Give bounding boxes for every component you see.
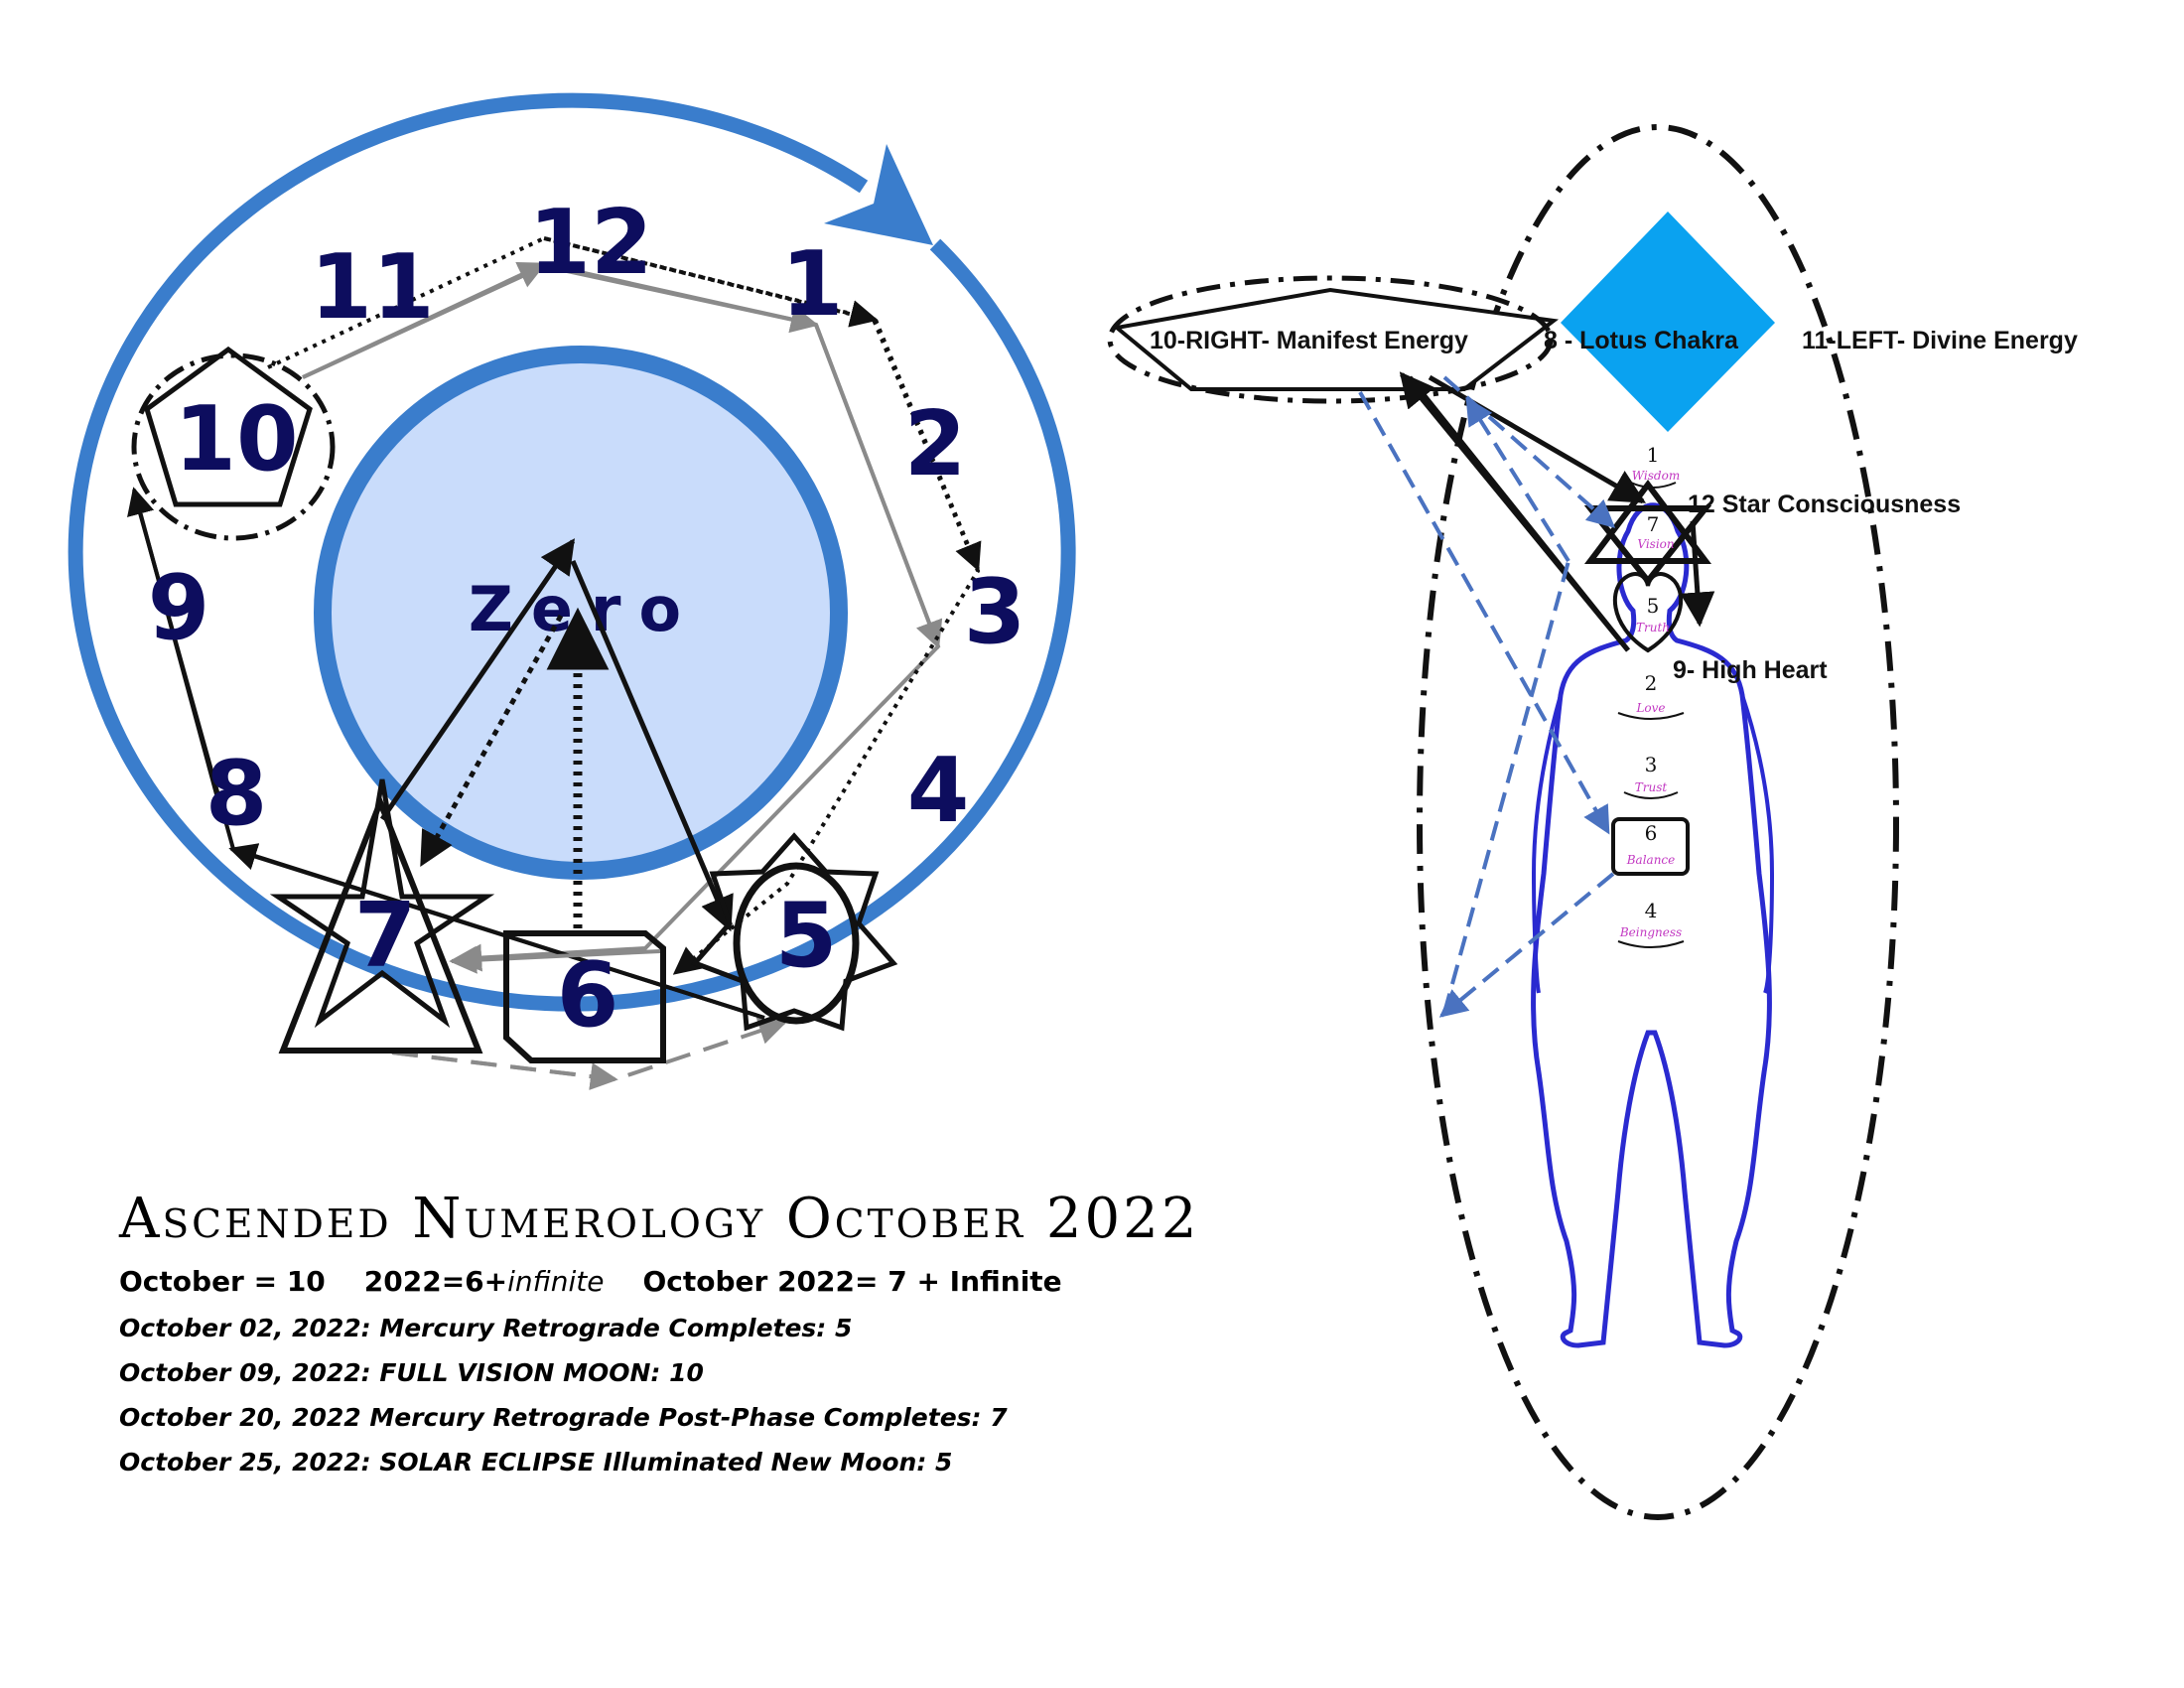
chakra-word-vision: Vision bbox=[1637, 537, 1674, 551]
arrow-right-to-star bbox=[1428, 374, 1647, 504]
balance-chakra-box bbox=[1611, 817, 1690, 876]
event-line-4: October 25, 2022: SOLAR ECLIPSE Illumina… bbox=[119, 1448, 953, 1477]
chakra-word-beingness: Beingness bbox=[1619, 925, 1682, 939]
gray-arrow-1-3 bbox=[814, 324, 943, 649]
wheel-number-7: 7 bbox=[354, 884, 417, 988]
event-line-3: October 20, 2022 Mercury Retrograde Post… bbox=[119, 1403, 1008, 1432]
right-energy-hexagon bbox=[1112, 287, 1560, 391]
arrow-to-8 bbox=[228, 843, 765, 1020]
cycle-arrow-head bbox=[824, 144, 933, 245]
star-of-david-down bbox=[1583, 505, 1712, 586]
wheel-number-11: 11 bbox=[310, 235, 434, 340]
chakra-word-wisdom: Wisdom bbox=[1632, 469, 1680, 483]
chakra-curve-1 bbox=[1630, 482, 1677, 489]
blue-dashed-arrow-5 bbox=[1465, 396, 1570, 563]
triangle-shape-7 bbox=[278, 793, 483, 1054]
blue-dashed-arrow-2 bbox=[1438, 872, 1615, 1018]
page-title: Ascended Numerology October 2022 bbox=[119, 1187, 1200, 1251]
chakra-number-4: 4 bbox=[1645, 899, 1658, 922]
numerology-text-block: Ascended Numerology October 2022 October… bbox=[119, 1188, 1310, 1477]
label-lotus-chakra: 8 - Lotus Chakra bbox=[1544, 327, 1739, 354]
pentagon-shape-10 bbox=[144, 346, 313, 507]
right-energy-dashdot-ellipse bbox=[1107, 275, 1554, 404]
body-chart: 1 Wisdom 7 Vision 5 Truth 2 Love 3 Trust… bbox=[1107, 124, 2078, 1520]
chakra-number-1: 1 bbox=[1647, 443, 1660, 467]
wheel-number-2: 2 bbox=[904, 392, 967, 496]
chakra-word-trust: Trust bbox=[1635, 780, 1668, 794]
chakra-number-5: 5 bbox=[1647, 594, 1660, 618]
chakra-curve-2 bbox=[1617, 712, 1685, 720]
body-outline bbox=[1531, 502, 1772, 1348]
star-shape-5 bbox=[690, 832, 898, 1032]
gray-arrow-11-12 bbox=[302, 262, 547, 379]
right-arm-outline bbox=[1740, 694, 1775, 994]
wheel-number-10: 10 bbox=[174, 387, 298, 492]
left-arm-outline bbox=[1531, 694, 1563, 994]
label-star-consciousness: 12 Star Consciousness bbox=[1688, 491, 1961, 518]
blue-dashed-arrow-3 bbox=[1442, 560, 1570, 1014]
label-high-heart: 9- High Heart bbox=[1673, 656, 1828, 684]
chakra-word-balance: Balance bbox=[1626, 853, 1676, 867]
summary-infinite: infinite bbox=[507, 1265, 605, 1298]
summary-part-b: October 2022= 7 + Infinite bbox=[604, 1265, 1062, 1298]
wheel-number-5: 5 bbox=[775, 884, 838, 988]
chakra-curve-4 bbox=[1617, 940, 1685, 948]
numerology-wheel: Zero 12 1 2 3 4 bbox=[68, 92, 1076, 1090]
event-line-2: October 09, 2022: FULL VISION MOON: 10 bbox=[119, 1358, 704, 1387]
aura-ellipse bbox=[1417, 124, 1899, 1520]
arrow-to-10 bbox=[127, 487, 218, 795]
star-of-david-up bbox=[1583, 480, 1712, 564]
gray-arrow-12-1 bbox=[543, 262, 819, 334]
wheel-number-6: 6 bbox=[557, 943, 619, 1048]
arrow-star-right-down bbox=[1680, 520, 1715, 628]
arrow-heart-to-right bbox=[1399, 371, 1630, 652]
lotus-chakra-diamond bbox=[1561, 211, 1775, 432]
arrow-7-to-zero bbox=[379, 538, 576, 821]
chakra-word-truth: Truth bbox=[1636, 621, 1670, 634]
chakra-word-love: Love bbox=[1635, 701, 1665, 715]
blue-dashed-arrow-1 bbox=[1358, 391, 1610, 835]
wheel-number-1: 1 bbox=[781, 232, 844, 337]
outer-cycle-ring bbox=[68, 92, 1076, 1012]
wheel-number-9: 9 bbox=[148, 556, 210, 660]
event-line-1: October 02, 2022: Mercury Retrograde Com… bbox=[119, 1314, 853, 1342]
wheel-number-4: 4 bbox=[907, 739, 970, 843]
star-shape-7 bbox=[269, 778, 495, 1029]
label-left-divine-energy: 11-LEFT- Divine Energy bbox=[1802, 327, 2078, 354]
chakra-number-6: 6 bbox=[1645, 821, 1658, 845]
label-right-manifest-energy: 10-RIGHT- Manifest Energy bbox=[1150, 327, 1468, 354]
wheel-number-12: 12 bbox=[528, 191, 652, 295]
dashdot-circle-10 bbox=[131, 352, 336, 541]
summary-line: October = 10 2022=6+infinite October 202… bbox=[119, 1265, 1310, 1298]
wheel-number-3: 3 bbox=[964, 560, 1026, 664]
ellipse-shape-5 bbox=[733, 862, 860, 1025]
summary-part-a: October = 10 2022=6+ bbox=[119, 1265, 508, 1298]
gray-arrow-6-to-7 bbox=[449, 945, 661, 974]
chakra-number-2: 2 bbox=[1645, 671, 1658, 695]
wheel-number-8: 8 bbox=[205, 742, 268, 846]
gray-dashed-arrow-mid bbox=[391, 1051, 618, 1090]
dotted-arrow-12-1 bbox=[543, 236, 879, 328]
chakra-curve-3 bbox=[1623, 791, 1679, 799]
chakra-number-3: 3 bbox=[1645, 753, 1658, 776]
chakra-number-7: 7 bbox=[1647, 512, 1660, 536]
octagon-shape-6 bbox=[503, 930, 666, 1063]
